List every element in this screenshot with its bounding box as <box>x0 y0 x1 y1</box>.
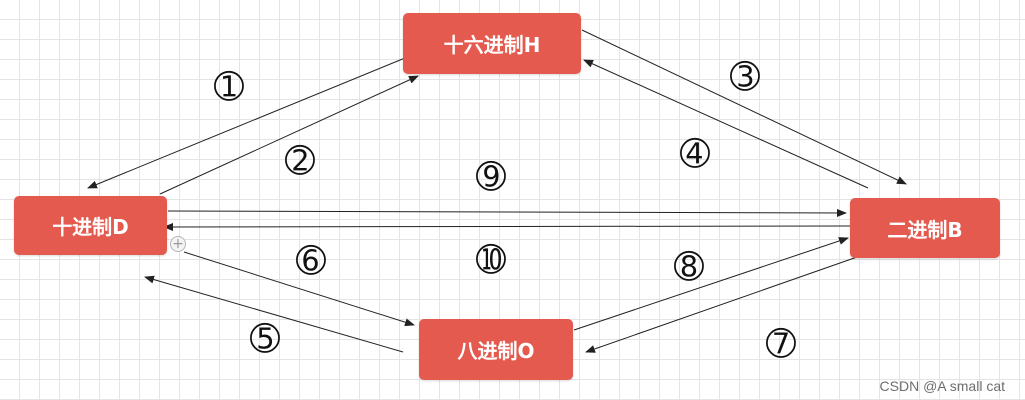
arrow-6-dec-to-oct <box>183 251 415 327</box>
label-5: ➄ <box>249 319 281 360</box>
arrow-2-dec-to-hex <box>159 75 419 195</box>
label-7: ➆ <box>765 324 797 365</box>
label-1: ➀ <box>213 67 245 108</box>
arrow-1-hex-to-dec <box>87 57 406 189</box>
node-binary[interactable]: 二进制B <box>850 198 1000 258</box>
label-2: ➁ <box>284 141 316 182</box>
label-10: ➉ <box>475 240 507 281</box>
node-octal[interactable]: 八进制O <box>419 319 573 380</box>
arrow-10-bin-to-dec <box>163 222 851 231</box>
label-6: ➅ <box>295 241 327 282</box>
arrow-5-oct-to-dec <box>144 275 404 353</box>
arrow-8-oct-to-bin <box>573 237 849 331</box>
arrow-7-bin-to-oct <box>585 255 861 353</box>
label-9: ➈ <box>475 157 507 198</box>
node-decimal[interactable]: 十进制D <box>14 196 167 255</box>
watermark-text: CSDN @A small cat <box>879 378 1005 394</box>
node-hexadecimal[interactable]: 十六进制H <box>403 13 581 74</box>
label-4: ➃ <box>679 134 711 175</box>
arrow-9-dec-to-bin <box>167 208 847 217</box>
label-8: ➇ <box>673 247 705 288</box>
label-3: ➂ <box>729 57 761 98</box>
arrow-3-hex-to-bin <box>581 29 907 185</box>
add-connector-icon[interactable]: + <box>170 236 186 252</box>
arrow-4-bin-to-hex <box>583 59 869 189</box>
